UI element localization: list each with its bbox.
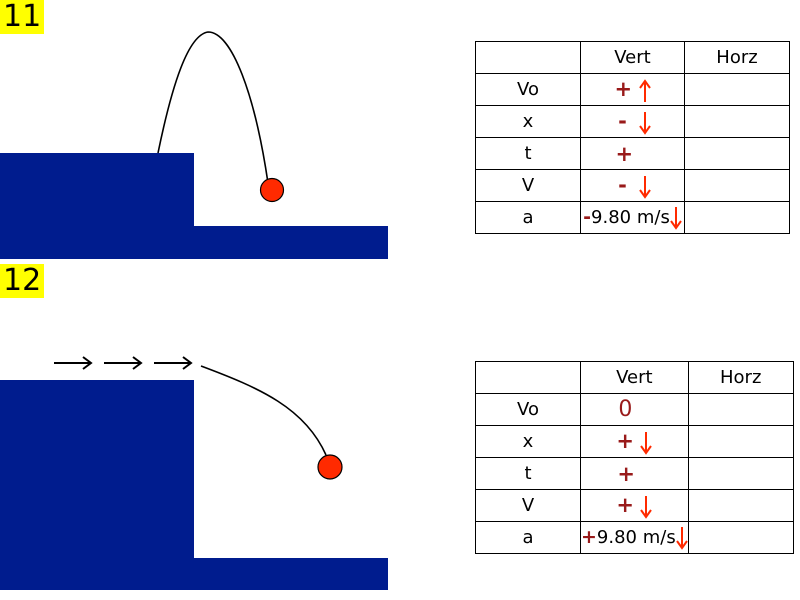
sign-value: + [617,461,635,486]
row-label: t [475,457,581,490]
ball [259,177,285,203]
row-label: V [475,169,581,202]
sign-value: + [615,141,634,166]
table-header-row: Vert Horz [475,361,794,394]
sign-value: 0 [618,397,633,422]
arrow-down-icon [640,495,653,519]
header-blank [475,41,581,74]
table-row: Vo + [475,73,790,106]
problem-11-table: Vert Horz Vo + x - t + V - a -9.80 m/s [475,41,790,234]
upper-cliff [0,153,194,259]
vert-cell: + [580,73,685,106]
vert-cell: 0 [580,393,689,426]
sign-value: + [614,76,633,101]
lower-ground [194,558,388,590]
horz-cell [687,425,794,458]
table-row: Vo 0 [475,393,794,426]
horz-cell [687,489,794,522]
table-header-row: Vert Horz [475,41,790,74]
arrow-up-icon [638,78,651,102]
horz-cell [684,73,790,106]
header-horz: Horz [684,41,790,74]
row-label: a [475,201,581,234]
header-vert: Vert [580,361,689,394]
sign-value: - [618,108,627,133]
table-row: x - [475,105,790,138]
header-vert: Vert [580,41,685,74]
sign-value: + [616,492,634,517]
problem-12-label: 12 [0,264,45,298]
vert-cell: + [580,137,685,170]
arrow-down-icon [638,111,651,135]
vert-cell: +9.80 m/s [580,521,689,554]
arrow-down-icon [640,431,653,455]
header-horz: Horz [687,361,794,394]
vert-cell: + [580,489,689,522]
table-row: a -9.80 m/s [475,201,790,234]
trajectory [157,31,269,184]
lower-ground [194,226,388,259]
sign-value: + [616,428,634,453]
table-row: t + [475,137,790,170]
problem-12-scene [0,356,388,590]
arrow-down-icon [638,175,651,199]
horz-cell [687,393,794,426]
upper-cliff [0,380,194,590]
horz-cell [684,169,790,202]
horz-cell [684,201,790,234]
row-label: V [475,489,581,522]
problem-11-label: 11 [0,0,45,34]
sign-value: - [583,205,592,228]
horz-cell [684,137,790,170]
horz-cell [687,521,794,554]
vert-cell: + [580,457,689,490]
ball [317,454,343,480]
problem-11-scene [0,31,388,259]
table-row: a +9.80 m/s [475,521,794,554]
table-row: V - [475,169,790,202]
vert-cell: - [580,169,685,202]
row-label: t [475,137,581,170]
problem-12-table: Vert Horz Vo 0 x + t + V + a +9.80 m/s [475,361,794,554]
vert-cell: + [580,425,689,458]
header-blank [475,361,581,394]
acceleration-value: 9.80 m/s [591,206,670,228]
acceleration-value: 9.80 m/s [596,526,676,548]
horz-cell [687,457,794,490]
row-label: x [475,425,581,458]
horz-cell [684,105,790,138]
row-label: Vo [475,393,581,426]
sign-value: - [618,172,627,197]
sign-value: + [581,525,597,548]
vert-cell: - [580,105,685,138]
vert-cell: -9.80 m/s [580,201,685,234]
row-label: Vo [475,73,581,106]
velocity-arrows [54,356,193,370]
table-row: x + [475,425,794,458]
table-row: V + [475,489,794,522]
table-row: t + [475,457,794,490]
row-label: x [475,105,581,138]
trajectory [200,365,327,456]
arrow-down-icon [670,206,682,230]
arrow-down-icon [675,526,688,550]
row-label: a [475,521,581,554]
